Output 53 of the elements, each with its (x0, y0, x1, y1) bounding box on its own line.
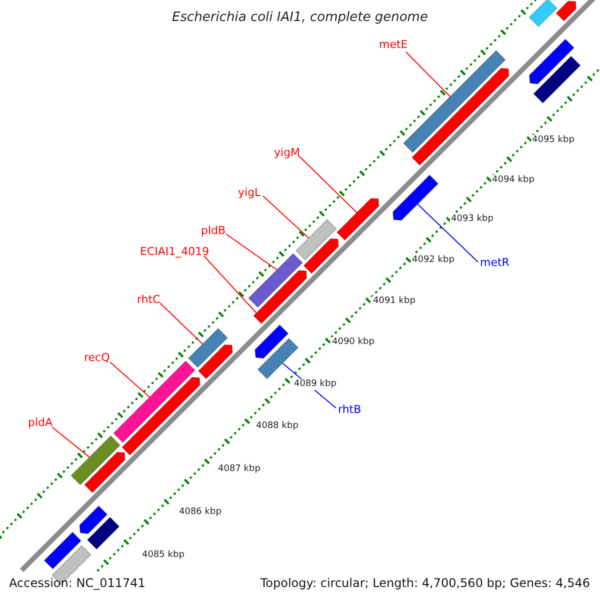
scale-label: 4088 kbp (255, 421, 300, 432)
scale-label: 4085 kbp (141, 550, 186, 561)
gene-block (392, 174, 439, 221)
gene-label: ECIAI1_4019 (140, 246, 210, 257)
gene-block (303, 238, 339, 274)
scale-label: 4087 kbp (217, 464, 262, 475)
gene-label: yigM (274, 147, 300, 158)
footer-note: Accession: NC_011741 (8, 576, 146, 590)
leader-line (417, 204, 478, 262)
scale-label: 4092 kbp (411, 255, 456, 266)
leader-line (160, 302, 204, 345)
gene-block (44, 532, 82, 570)
scale-label: 4093 kbp (450, 214, 494, 225)
gene-block (257, 338, 299, 380)
leader-line (226, 234, 278, 270)
gene-block (79, 505, 108, 534)
gene-label: metR (480, 257, 510, 268)
gene-block (113, 360, 196, 443)
leader-line (406, 52, 451, 98)
footer-note: Topology: circular; Length: 4,700,560 bp; Genes: 4,546 (259, 576, 591, 590)
gene-block (188, 328, 228, 368)
scale-label: 4095 kbp (531, 135, 576, 146)
gene-block (533, 56, 581, 104)
gene-block (556, 0, 576, 22)
scale-label: 4089 kbp (293, 379, 338, 390)
gene-label: rhtB (338, 404, 362, 415)
gene-block (528, 0, 558, 28)
gene-block (248, 253, 303, 308)
leader-line (298, 156, 358, 214)
gene-block (411, 68, 510, 166)
gene-block (295, 219, 337, 260)
leader-line (204, 256, 257, 314)
gene-block (70, 435, 120, 486)
gene-label: pldA (28, 417, 53, 428)
gene-label: rhtC (137, 294, 160, 305)
gene-label: yigL (238, 187, 261, 198)
gene-block (336, 198, 380, 241)
gene-block (122, 376, 200, 456)
gene-block (254, 324, 289, 359)
scale-label: 4094 kbp (491, 175, 536, 186)
gene-label: metE (379, 39, 408, 50)
scale-label: 4086 kbp (178, 507, 222, 518)
scale-label: 4091 kbp (372, 296, 416, 307)
gene-label: recQ (84, 352, 110, 363)
scale-label: 4090 kbp (331, 337, 376, 348)
gene-block (86, 516, 120, 550)
gene-label: pldB (201, 225, 226, 236)
gene-block (402, 50, 506, 154)
gene-block (84, 452, 126, 494)
gene-block (198, 344, 233, 380)
gene-block (528, 38, 574, 84)
title: Escherichia coli IAI1, complete genome (172, 10, 428, 25)
gene-block (253, 270, 307, 324)
